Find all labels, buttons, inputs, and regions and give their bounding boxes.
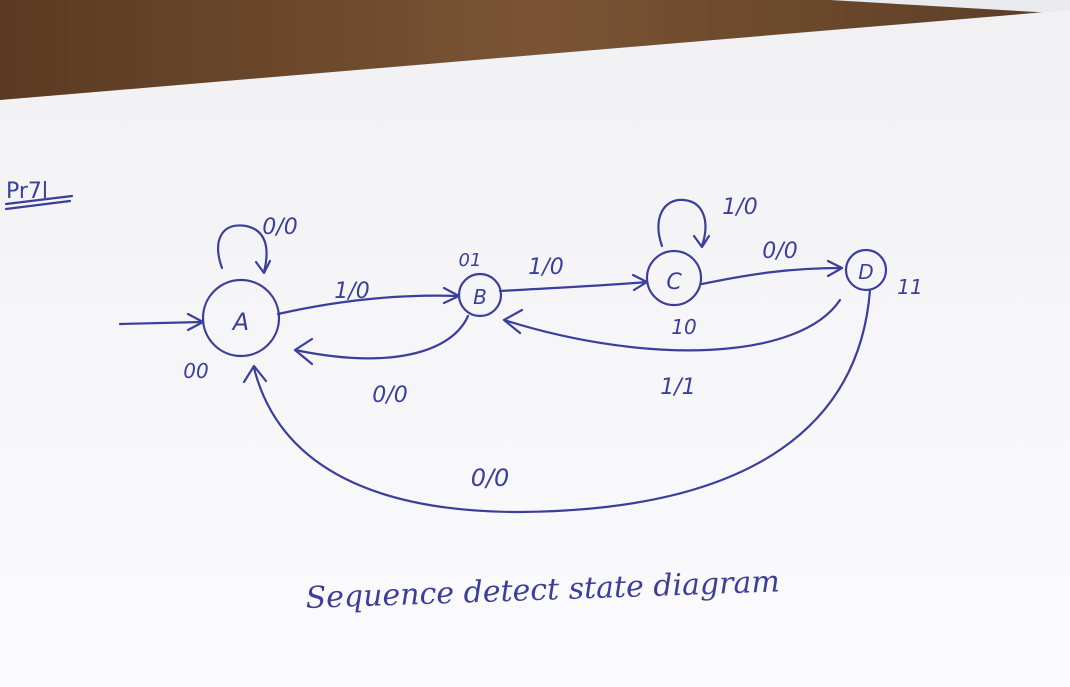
state-D-label: D (858, 260, 873, 284)
transition-D-B (502, 298, 842, 352)
paper-sheet (0, 10, 1070, 687)
transition-C-self (657, 198, 711, 249)
state-D-code: 11 (897, 275, 922, 299)
transition-B-A-label: 0/0 (372, 383, 407, 408)
transition-C-D (700, 259, 844, 286)
state-A-code: 00 (183, 359, 208, 383)
transition-D-A-label: 0/0 (471, 464, 510, 492)
transition-A-self (217, 224, 272, 275)
transition-A-self-label: 0/0 (262, 215, 297, 240)
transition-B-C-label: 1/0 (528, 255, 563, 280)
state-B-code: 01 (459, 250, 482, 271)
transition-C-D-label: 0/0 (762, 239, 797, 264)
transition-D-B-label: 1/1 (660, 375, 695, 400)
state-C-code: 10 (671, 315, 696, 339)
state-C: C (645, 249, 703, 307)
transition-B-A (293, 314, 470, 366)
transition-D-A (242, 288, 872, 514)
paper-corner (830, 0, 1070, 14)
state-A-label: A (231, 308, 249, 336)
state-A: A (201, 278, 281, 358)
transition-B-C (498, 273, 649, 293)
page-note-underline (4, 194, 74, 211)
transition-A-B-label: 1/0 (334, 279, 369, 304)
transition-A-B (276, 286, 461, 316)
start-arrow (118, 312, 205, 332)
state-B-label: B (473, 285, 487, 309)
state-D: D (844, 248, 888, 292)
transition-C-self-label: 1/0 (722, 195, 757, 220)
state-C-label: C (666, 270, 682, 295)
